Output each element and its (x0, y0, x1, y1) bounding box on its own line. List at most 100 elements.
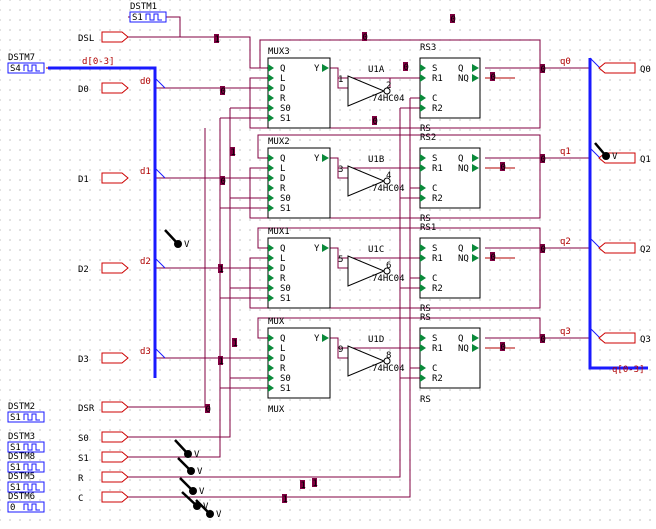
net-label-q1: q1 (560, 147, 571, 157)
rs-blocks[interactable] (419, 57, 481, 389)
logic-zero-label: 0 (541, 65, 546, 75)
inverter-u1c[interactable] (347, 255, 386, 287)
waveform-icon (23, 413, 40, 421)
mux-pin-label: R (280, 274, 286, 284)
bus-label-in: d[0-3] (82, 57, 115, 67)
stimulus-name-dstm6: DSTM6 (8, 492, 35, 502)
wire-q2-r (249, 248, 541, 309)
mux-pin-label: R (280, 94, 286, 104)
connectors[interactable] (101, 31, 636, 503)
stimulus-value-dstm8: S1 (10, 463, 21, 473)
stimulus-dstm6[interactable] (7, 501, 45, 513)
mux-bottom-label: MUX (268, 405, 285, 415)
offpage-connector-c[interactable] (101, 491, 129, 503)
offpage-connector-dsr[interactable] (101, 401, 129, 413)
stimulus-dstm8[interactable] (7, 461, 45, 473)
mux3-block[interactable] (267, 57, 331, 129)
rs3-block[interactable] (419, 57, 481, 119)
probe-tip-icon (189, 487, 197, 495)
mux-name: MUX (268, 317, 285, 327)
stimulus-dstm2[interactable] (7, 411, 45, 423)
wire-cr-rs2 (400, 187, 420, 199)
mux1-block[interactable] (267, 237, 331, 309)
rs0-block[interactable] (419, 327, 481, 389)
offpage-connector-s0[interactable] (101, 431, 129, 443)
inverter-u1a[interactable] (347, 75, 386, 107)
rs-pin-label: S (432, 334, 437, 344)
offpage-connector-s1[interactable] (101, 451, 129, 463)
wire-y2 (330, 157, 420, 179)
net-label-d2: d2 (140, 257, 151, 267)
rs-pin-label: R1 (432, 254, 443, 264)
logic-zero-label: 0 (451, 15, 456, 25)
logic-zero-marker (403, 62, 408, 71)
offpage-connector-q2[interactable] (598, 242, 636, 254)
offpage-connector-d0[interactable] (101, 82, 129, 94)
input-label-s1: S1 (78, 454, 89, 464)
offpage-connector-r[interactable] (101, 471, 129, 483)
wire-q3-fb (257, 317, 541, 339)
probes[interactable] (164, 142, 610, 518)
rs-pin-label: S (432, 244, 437, 254)
stimulus-name-dstm7: DSTM7 (8, 53, 35, 63)
stimulus-dstm5[interactable] (7, 481, 45, 493)
logic-zero-marker (220, 176, 225, 185)
mux0-block[interactable] (267, 327, 331, 399)
probe-label: V (216, 510, 222, 520)
logic-one-label: 1 (233, 339, 238, 349)
logic-one-label: 1 (219, 265, 224, 275)
logic-zero-label: 0 (221, 177, 226, 187)
input-label-dsr: DSR (78, 404, 95, 414)
mux-pin-label: R (280, 364, 286, 374)
wire-q1-r (249, 158, 541, 219)
logic-zero-marker (450, 14, 455, 23)
rs-pin-label: Q (458, 64, 463, 74)
rs1-block[interactable] (419, 237, 481, 299)
rs-pin-label: R1 (432, 344, 443, 354)
mux-blocks[interactable] (267, 57, 331, 399)
input-label-s0: S0 (78, 434, 89, 444)
offpage-connector-d1[interactable] (101, 172, 129, 184)
stimuli[interactable] (7, 11, 167, 513)
logic-zero-label: 0 (491, 253, 496, 263)
mux-pin-label: L (280, 344, 285, 354)
wire-q2-fb (257, 227, 541, 249)
mux2-block[interactable] (267, 147, 331, 219)
offpage-connector-d3[interactable] (101, 352, 129, 364)
inverter-u1d[interactable] (347, 345, 386, 377)
rs-pin-label: NQ (458, 164, 469, 174)
wire-y1 (330, 247, 420, 269)
logic-zero-marker (500, 162, 505, 171)
stimulus-dstm7[interactable] (7, 62, 45, 74)
mux-pin-label: S1 (280, 294, 291, 304)
inverter-in-pin: 9 (338, 345, 343, 355)
stimulus-dstm3[interactable] (7, 441, 45, 453)
offpage-connector-dsl[interactable] (101, 31, 129, 43)
logic-one-marker (282, 494, 287, 503)
logic-one-label: 1 (283, 495, 288, 505)
offpage-connector-q0[interactable] (598, 62, 636, 74)
mux-out-pin-label: Y (314, 244, 320, 254)
rs-pin-label: C (432, 94, 437, 104)
inverters[interactable] (347, 75, 391, 377)
wire-r (128, 108, 401, 478)
probe-label: V (194, 450, 200, 460)
stimulus-name-dstm8: DSTM8 (8, 452, 35, 462)
logic-zero-label: 0 (491, 73, 496, 83)
wire-q-out (540, 67, 590, 339)
offpage-connector-d2[interactable] (101, 262, 129, 274)
mux-pin-label: L (280, 74, 285, 84)
wire-cr-rs0 (400, 367, 420, 379)
logic-zero-label: 0 (363, 33, 368, 43)
probe-tip-icon (187, 467, 195, 475)
stimulus-dstm1[interactable] (129, 11, 167, 23)
rs-pin-label: Q (458, 334, 463, 344)
wire-cr-rs3 (400, 97, 420, 109)
inverter-u1b[interactable] (347, 165, 386, 197)
logic-zero-marker (490, 252, 495, 261)
mux-pin-label: Q (280, 154, 285, 164)
rs2-block[interactable] (419, 147, 481, 209)
probe-label: V (203, 502, 209, 512)
offpage-connector-q3[interactable] (598, 332, 636, 344)
